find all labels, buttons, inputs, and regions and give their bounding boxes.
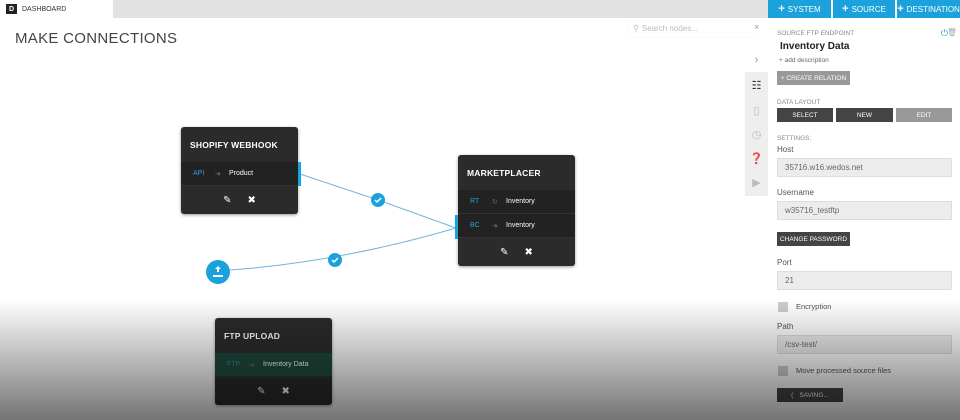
connections-canvas — [206, 173, 457, 284]
settings-label: SETTINGS: — [777, 135, 812, 142]
delete-icon[interactable]: ✖ — [281, 385, 290, 397]
play-icon[interactable]: ▶ — [752, 176, 761, 189]
row-key: RT — [470, 198, 480, 205]
node-row[interactable]: RT ↻ Inventory — [458, 190, 575, 214]
search-input[interactable]: ⚲Search nodes... — [628, 20, 756, 37]
edit-layout-button[interactable]: EDIT — [896, 108, 952, 122]
output-port[interactable] — [298, 162, 301, 186]
add-source-button[interactable]: +SOURCE — [833, 0, 895, 18]
edit-icon[interactable]: ✎ — [223, 194, 232, 206]
data-layout-label: DATA LAYOUT — [777, 99, 821, 106]
clock-icon[interactable]: ◷ — [751, 128, 762, 141]
row-key: BC — [470, 222, 480, 229]
path-label: Path — [777, 322, 794, 331]
node-title: FTP UPLOAD — [224, 330, 281, 341]
edit-icon[interactable]: ✎ — [500, 246, 509, 258]
connection-line — [229, 227, 457, 271]
trash-icon[interactable]: 🗑 — [946, 28, 957, 37]
plus-icon: + — [842, 3, 849, 15]
new-layout-button[interactable]: NEW — [836, 108, 893, 122]
arrow-icon: ➜ — [249, 361, 255, 369]
node-marketplacer[interactable]: MARKETPLACER RT ↻ Inventory BC ➜ Inventory ✎… — [455, 155, 575, 266]
add-destination-button[interactable]: +DESTINATION — [897, 0, 960, 18]
search-placeholder: Search nodes... — [641, 24, 698, 33]
port-label: Port — [777, 258, 792, 267]
arrow-icon: ➜ — [215, 170, 221, 178]
tab-label: DASHBOARD — [22, 5, 67, 13]
row-name: Inventory Data — [263, 361, 309, 368]
endpoint-type-label: SOURCE FTP ENDPOINT — [777, 30, 855, 37]
node-row[interactable]: API ➜ Product — [181, 162, 298, 186]
select-layout-button[interactable]: SELECT — [777, 108, 833, 122]
plus-icon: + — [778, 3, 785, 15]
plus-icon: + — [897, 3, 904, 15]
spinner-icon: ( — [791, 391, 794, 399]
username-label: Username — [777, 188, 814, 197]
host-input[interactable]: 35716.w16.wedos.net — [777, 158, 952, 177]
node-title: SHOPIFY WEBHOOK — [190, 139, 278, 150]
node-ftp-upload[interactable]: FTP UPLOAD FTP ➜ Inventory Data ✎ ✖ — [215, 318, 332, 405]
file-icon[interactable]: ▯ — [753, 104, 760, 117]
node-shopify-webhook[interactable]: SHOPIFY WEBHOOK API ➜ Product ✎ ✖ — [181, 127, 301, 214]
dashboard-badge: D — [6, 4, 17, 14]
delete-icon[interactable]: ✖ — [247, 194, 256, 206]
add-description-link[interactable]: + add description — [779, 57, 829, 64]
button-label: DESTINATION — [906, 4, 960, 14]
move-files-label: Move processed source files — [796, 366, 892, 375]
row-name: Inventory — [506, 222, 535, 229]
arrow-icon: ➜ — [492, 222, 498, 230]
help-icon[interactable]: ❓ — [749, 152, 764, 165]
sitemap-icon[interactable]: ☷ — [751, 79, 762, 92]
add-system-button[interactable]: +SYSTEM — [768, 0, 831, 18]
search-icon: ⚲ — [633, 24, 639, 33]
node-title: MARKETPLACER — [467, 167, 541, 178]
row-key: FTP — [227, 361, 241, 368]
chevron-right-icon[interactable]: › — [745, 48, 768, 72]
username-input[interactable]: w35716_testftp — [777, 201, 952, 220]
move-files-checkbox[interactable] — [778, 366, 788, 376]
button-label: SOURCE — [851, 4, 886, 14]
tab-bar — [0, 0, 768, 18]
port-input[interactable]: 21 — [777, 271, 952, 290]
node-row[interactable]: BC ➜ Inventory — [458, 214, 575, 238]
sync-icon: ↻ — [492, 198, 498, 206]
input-port[interactable] — [455, 215, 458, 239]
endpoint-panel: SOURCE FTP ENDPOINT ⏻ 🗑 Inventory Data +… — [768, 18, 960, 420]
encryption-checkbox[interactable] — [778, 302, 788, 312]
row-key: API — [193, 170, 205, 177]
saving-button[interactable]: ( SAVING... — [777, 388, 843, 402]
encryption-label: Encryption — [796, 302, 832, 311]
search-clear-button[interactable]: × — [754, 22, 760, 32]
side-icon-bar: › ☷ ▯ ◷ ❓ ▶ — [745, 48, 768, 196]
endpoint-name[interactable]: Inventory Data — [780, 41, 850, 52]
row-name: Product — [229, 170, 254, 177]
button-label: SAVING... — [799, 391, 829, 399]
row-name: Inventory — [506, 198, 535, 205]
edit-icon[interactable]: ✎ — [257, 385, 266, 397]
create-relation-button[interactable]: + CREATE RELATION — [777, 71, 850, 85]
delete-icon[interactable]: ✖ — [524, 246, 533, 258]
page-title: MAKE CONNECTIONS — [15, 30, 178, 47]
power-icon[interactable]: ⏻ — [940, 28, 948, 38]
button-label: SYSTEM — [787, 4, 821, 14]
tab-dashboard[interactable]: D DASHBOARD — [0, 0, 113, 18]
host-label: Host — [777, 145, 794, 154]
path-input[interactable]: /csv-test/ — [777, 335, 952, 354]
node-row[interactable]: FTP ➜ Inventory Data — [215, 353, 332, 377]
change-password-button[interactable]: CHANGE PASSWORD — [777, 232, 850, 246]
